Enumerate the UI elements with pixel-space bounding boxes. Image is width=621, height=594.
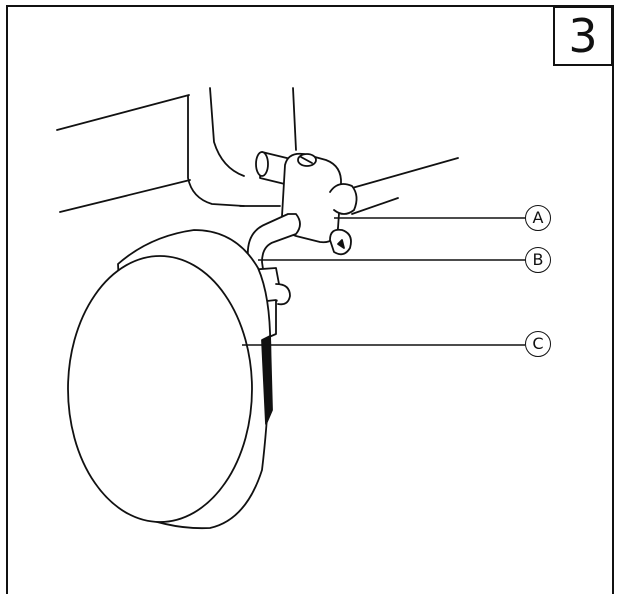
rod-top-line bbox=[344, 157, 459, 191]
post-left-edge bbox=[187, 95, 245, 207]
light-lens-face bbox=[67, 255, 253, 523]
figure-frame bbox=[6, 5, 614, 594]
clamp-left-stub-end bbox=[255, 151, 269, 177]
bracket-knob bbox=[275, 283, 291, 306]
post-right-edge bbox=[292, 87, 297, 151]
rod-bottom-line bbox=[351, 197, 399, 215]
frame-tube-bottom-line bbox=[59, 179, 191, 213]
light-shadow-strip bbox=[261, 335, 273, 425]
bracket-arm bbox=[246, 213, 301, 279]
step-number-box: 3 bbox=[553, 6, 613, 66]
callout-c: C bbox=[525, 331, 551, 357]
callout-b-label: B bbox=[532, 250, 544, 269]
step-number: 3 bbox=[568, 9, 598, 63]
lock-bolt-mark bbox=[337, 239, 345, 249]
post-inner-edge bbox=[209, 87, 245, 177]
callout-c-label: C bbox=[532, 334, 544, 353]
clamp-right-boss bbox=[329, 183, 358, 215]
clamp-top-screw-slot bbox=[300, 156, 313, 164]
callout-a-label: A bbox=[532, 208, 544, 227]
frame-tube-top-line bbox=[56, 94, 190, 131]
callout-b: B bbox=[525, 247, 551, 273]
callout-a: A bbox=[525, 205, 551, 231]
